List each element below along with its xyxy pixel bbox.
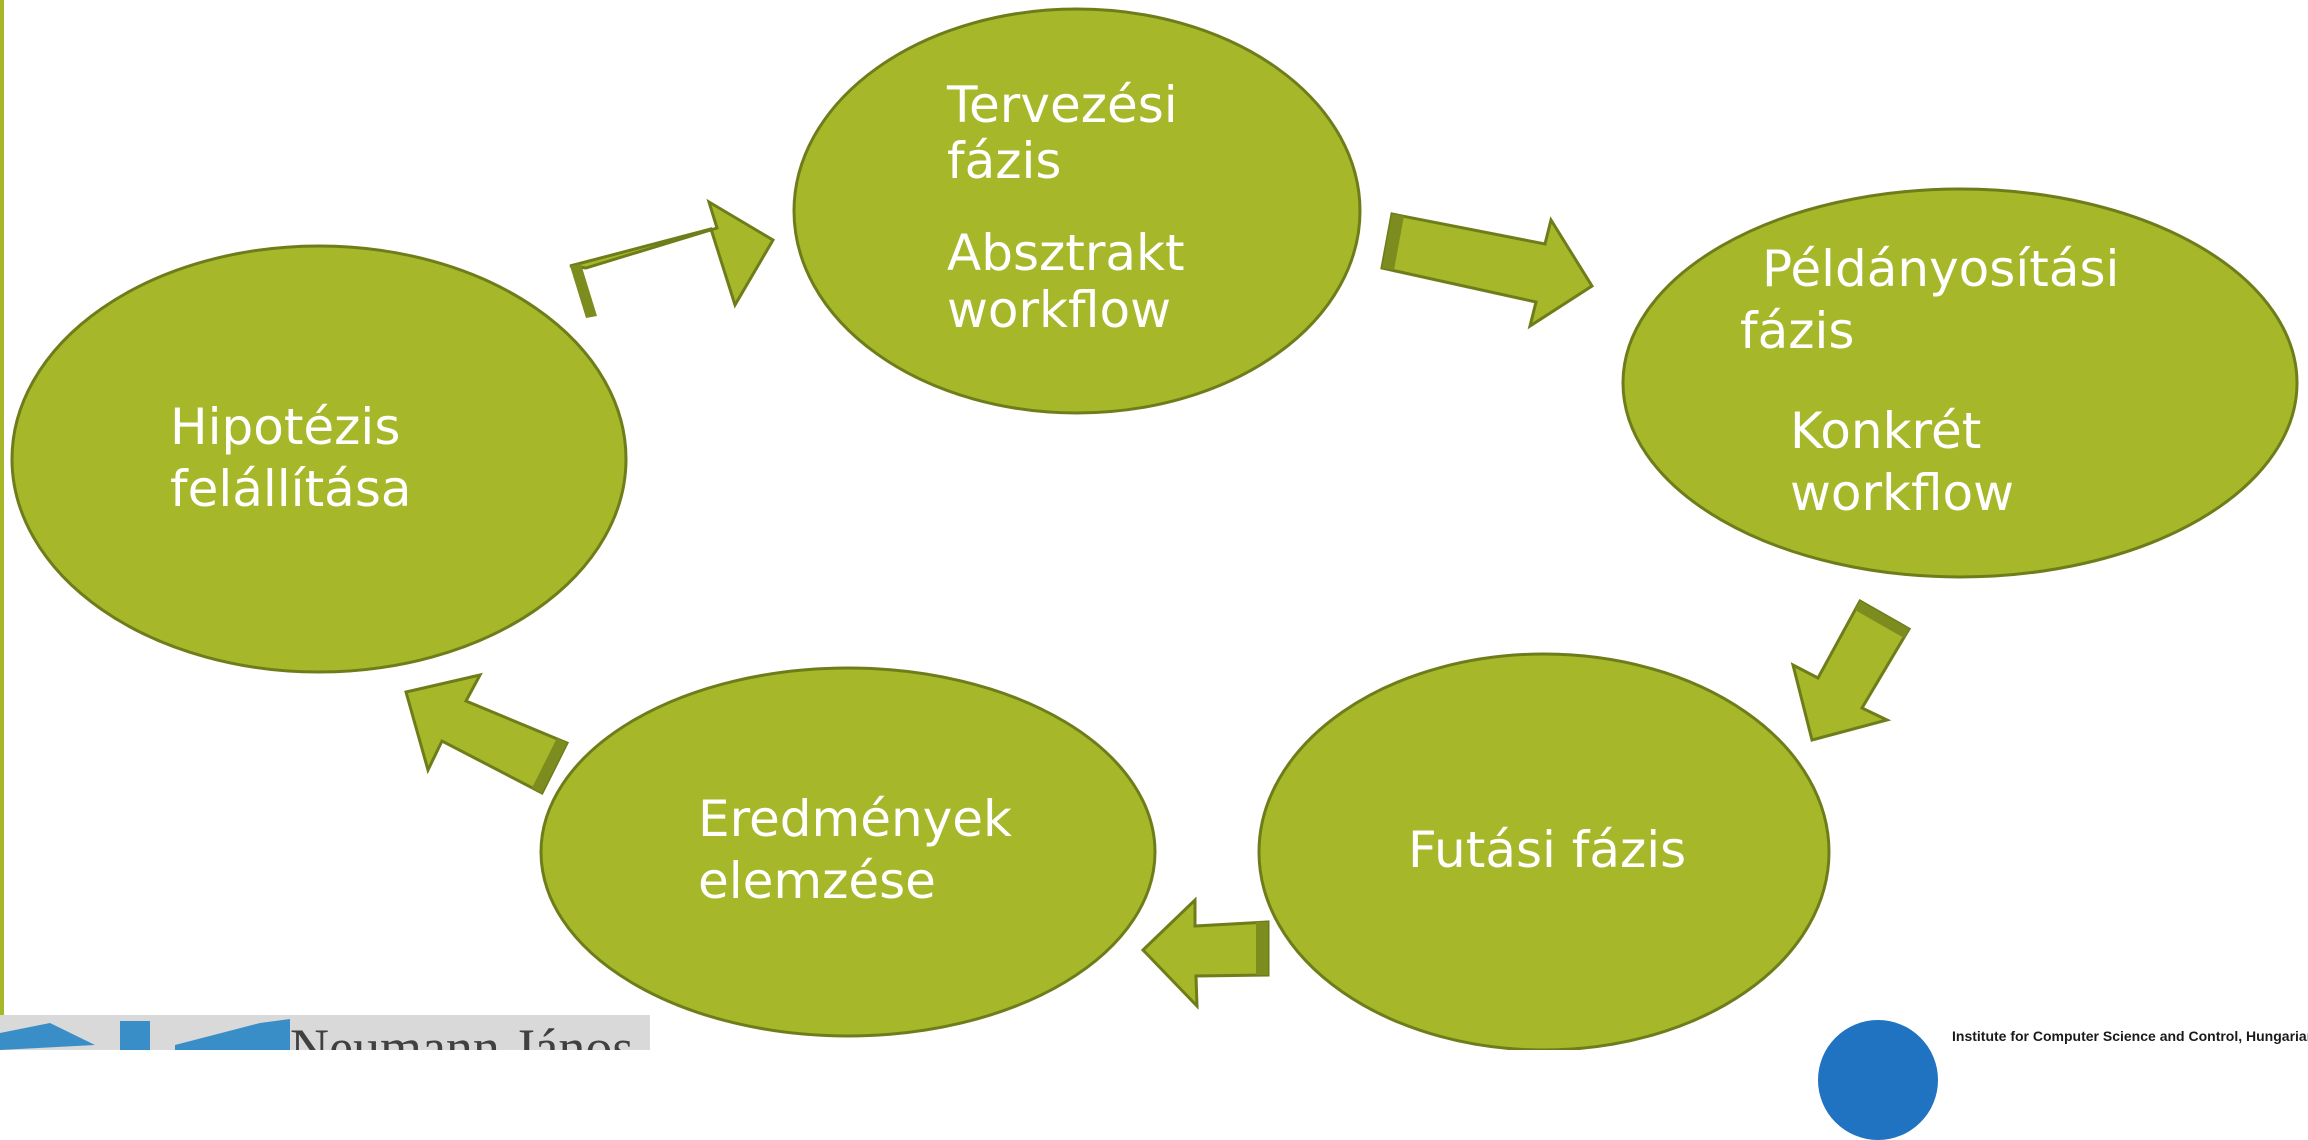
institute-name-text: Institute for Computer Science and Contr… [1952, 1028, 2308, 1044]
planning-line-3: Absztrakt [947, 224, 1185, 282]
planning-phase-ellipse [792, 7, 1362, 415]
arrow-instantiation-to-execution [1790, 598, 1912, 742]
planning-line-1: Tervezési [946, 76, 1178, 134]
neumann-logo-text: Neumann János [290, 1018, 634, 1050]
arrow-execution-to-analysis [1140, 896, 1270, 1010]
arrow-shape [1380, 212, 1595, 330]
hypothesis-line-1: Hipotézis [170, 398, 400, 456]
instantiation-line-4: workflow [1790, 464, 2014, 522]
neumann-logo: Neumann János [0, 1015, 650, 1050]
analysis-line-1: Eredmények [698, 790, 1012, 848]
arrow-stripe [1855, 601, 1909, 638]
results-analysis-ellipse [539, 666, 1157, 1038]
arrow-stripe [1382, 214, 1404, 270]
hypothesis-ellipse [10, 244, 628, 674]
arrow-shape [404, 672, 570, 796]
instantiation-line-2: fázis [1740, 302, 1854, 360]
arrow-stripe [1256, 922, 1268, 975]
arrow-analysis-to-hypothesis [404, 672, 570, 796]
arrow-stripe [532, 738, 567, 793]
workflow-cycle-diagram: Tervezési fázis Absztrakt workflow Példá… [10, 7, 2299, 1050]
execution-line-1: Futási fázis [1408, 821, 1686, 879]
instantiation-phase-ellipse [1621, 187, 2299, 579]
execution-phase-ellipse [1257, 652, 1831, 1050]
arrow-shape [569, 198, 776, 309]
instantiation-line-3: Konkrét [1790, 402, 1981, 460]
sztaki-logo-icon [1818, 1020, 1938, 1140]
arrow-planning-to-instantiation [1380, 212, 1595, 330]
arrow-stripe [570, 264, 597, 318]
neumann-logo-mark [0, 1019, 290, 1050]
arrow-hypothesis-to-planning [569, 198, 776, 318]
analysis-line-2: elemzése [698, 852, 936, 910]
planning-line-2: fázis [947, 132, 1061, 190]
arrow-shape [1140, 896, 1270, 1010]
arrow-shape [1790, 598, 1912, 742]
instantiation-line-1: Példányosítási [1762, 240, 2119, 298]
hypothesis-line-2: felállítása [170, 460, 412, 518]
left-accent-rule [0, 0, 4, 1015]
planning-line-4: workflow [947, 281, 1171, 339]
